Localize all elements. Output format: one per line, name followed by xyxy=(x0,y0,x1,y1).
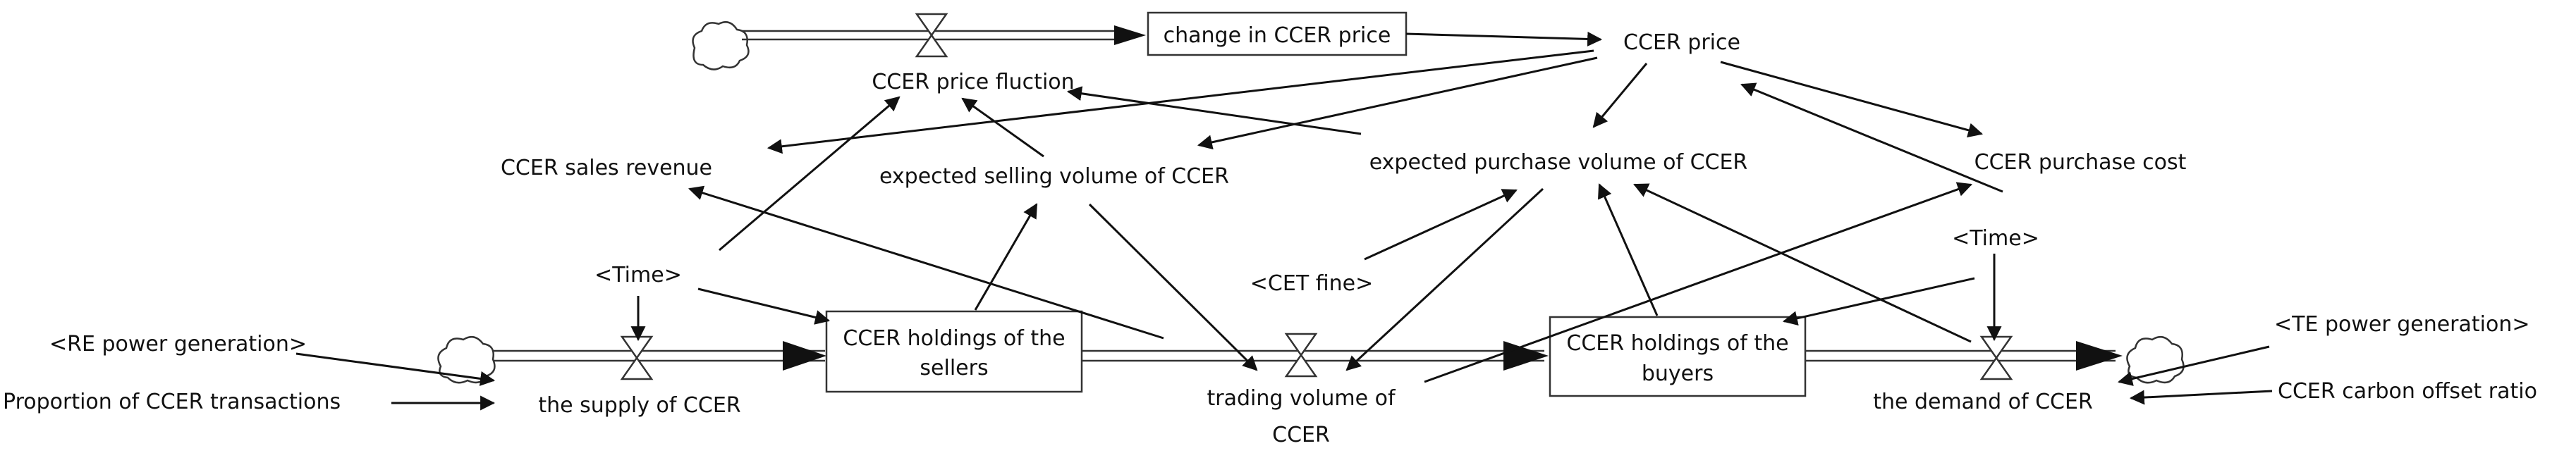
valve-icon xyxy=(915,13,948,58)
main-flow-pipe xyxy=(487,341,2123,371)
label-offset-ratio: CCER carbon offset ratio xyxy=(2278,379,2537,404)
label-purchase-cost: CCER purchase cost xyxy=(1974,150,2187,175)
label-te-power: <TE power generation> xyxy=(2274,312,2530,337)
cloud-icon-right xyxy=(2126,335,2185,384)
stock-sellers-label-1: CCER holdings of the xyxy=(843,326,1065,351)
change-price-label: change in CCER price xyxy=(1164,23,1391,48)
label-expected-selling: expected selling volume of CCER xyxy=(879,164,1229,189)
label-proportion: Proportion of CCER transactions xyxy=(3,390,341,414)
cloud-icon xyxy=(692,21,750,70)
label-sales-revenue: CCER sales revenue xyxy=(501,156,712,180)
stock-buyers-label-2: buyers xyxy=(1642,361,1714,386)
label-price-fluction: CCER price fluction xyxy=(872,70,1074,94)
label-ccer-price: CCER price xyxy=(1623,30,1740,55)
stock-buyers-label-1: CCER holdings of the xyxy=(1566,331,1788,356)
stock-sellers: CCER holdings of the sellers xyxy=(825,310,1083,393)
change-price-box: change in CCER price xyxy=(1147,11,1408,56)
stock-buyers: CCER holdings of the buyers xyxy=(1549,316,1807,397)
label-time-left: <Time> xyxy=(594,263,682,287)
valve-icon-demand xyxy=(1979,335,2013,380)
stock-sellers-label-2: sellers xyxy=(920,356,988,380)
valve-icon-supply xyxy=(620,335,654,380)
label-supply: the supply of CCER xyxy=(538,393,740,418)
label-expected-purchase: expected purchase volume of CCER xyxy=(1369,150,1748,175)
label-cet-fine: <CET fine> xyxy=(1250,271,1373,296)
label-time-right: <Time> xyxy=(1952,226,2039,251)
cloud-icon-left xyxy=(437,335,496,384)
valve-icon-trading xyxy=(1284,333,1318,378)
label-re-power: <RE power generation> xyxy=(49,332,307,356)
label-trading-2: CCER xyxy=(1272,423,1330,447)
label-trading-1: trading volume of xyxy=(1207,386,1396,411)
label-demand: the demand of CCER xyxy=(1873,390,2093,414)
change-price-pipe xyxy=(742,25,1146,45)
causal-links xyxy=(295,49,2273,411)
